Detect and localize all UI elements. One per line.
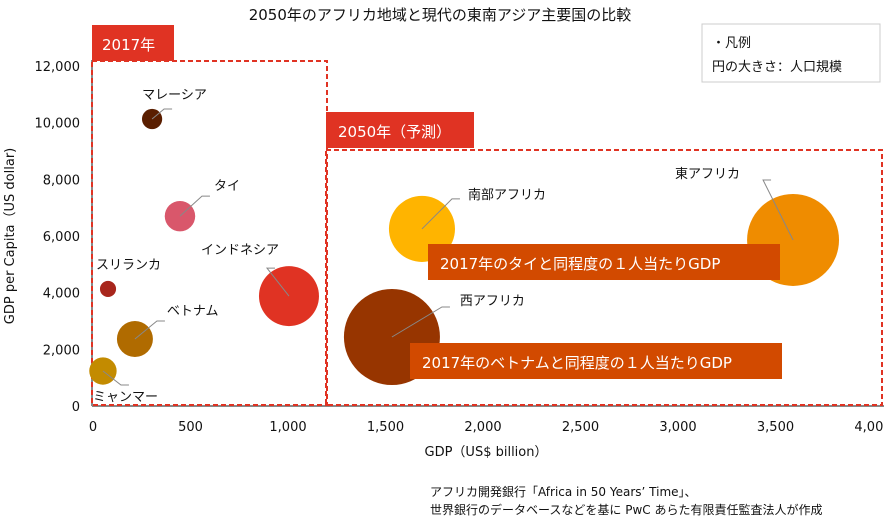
x-tick-label: 2,000 — [464, 420, 501, 435]
bubble-label: 南部アフリカ — [468, 187, 546, 203]
x-tick-label: 3,500 — [757, 420, 794, 435]
source-line-2: 世界銀行のデータベースなどを基に PwC あらた有限責任監査法人が作成 — [430, 502, 822, 517]
y-tick-label: 4,000 — [43, 287, 80, 302]
x-tick-label: 500 — [178, 420, 203, 435]
leader-line — [265, 267, 290, 297]
region-2050-tag — [326, 112, 474, 148]
leader-line — [151, 108, 173, 120]
bubble-label: 西アフリカ — [460, 294, 525, 309]
y-tick-label: 6,000 — [43, 230, 80, 245]
leader-line — [102, 370, 129, 386]
y-tick-label: 10,000 — [35, 117, 81, 132]
source-line-1: アフリカ開発銀行「Africa in 50 Years’ Time」、 — [430, 485, 697, 499]
x-tick-label: 3,000 — [659, 420, 696, 435]
x-tick-label: 2,500 — [562, 420, 599, 435]
legend-box — [701, 23, 881, 83]
bubble-group: マレーシア — [141, 88, 207, 130]
x-tick-label: 4,000 — [854, 420, 884, 435]
region-2017-box — [91, 60, 328, 406]
bubble-label: ミャンマー — [93, 390, 158, 405]
x-axis-label: GDP（US$ billion） — [425, 445, 548, 460]
y-tick-label: 12,000 — [35, 60, 81, 75]
region-2017-tag — [92, 25, 174, 61]
leader-line — [134, 320, 165, 340]
y-tick-label: 2,000 — [43, 343, 80, 358]
bubble-group: タイ — [164, 179, 240, 232]
bubble[interactable] — [99, 280, 117, 298]
bubble[interactable] — [116, 320, 153, 357]
legend-title: ・凡例 — [712, 36, 751, 51]
bubble-label: スリランカ — [96, 258, 161, 273]
bubble[interactable] — [164, 200, 196, 232]
bubble-label: タイ — [214, 179, 240, 194]
bubble-group: ミャンマー — [89, 357, 158, 405]
x-tick-label: 0 — [89, 420, 97, 435]
leader-line — [762, 179, 794, 241]
x-tick-label: 1,000 — [269, 420, 306, 435]
chart-title: 2050年のアフリカ地域と現代の東南アジア主要国の比較 — [249, 6, 632, 24]
bubble-group: ベトナム — [116, 304, 219, 357]
bubble-label: ベトナム — [167, 304, 219, 319]
callout-vietnam-text: 2017年のベトナムと同程度の１人当たりGDP — [422, 354, 732, 372]
bubble-label: インドネシア — [201, 243, 279, 258]
x-tick-label: 1,500 — [367, 420, 404, 435]
bubble-group: インドネシア — [201, 243, 319, 327]
y-axis-label: GDP per Capita（US dollar) — [3, 148, 18, 324]
leader-line — [421, 198, 460, 230]
y-tick-label: 0 — [72, 400, 80, 415]
legend-size-note: 円の大きさ：人口規模 — [712, 60, 842, 75]
leader-line — [391, 306, 450, 338]
region-2050-box — [325, 149, 883, 406]
callout-vietnam-box — [410, 343, 782, 379]
bubble-group: スリランカ — [96, 258, 161, 298]
bubble-label: 東アフリカ — [675, 166, 740, 182]
callout-thai-text: 2017年のタイと同程度の１人当たりGDP — [440, 255, 720, 273]
callout-thai-box — [428, 244, 780, 280]
leader-line — [179, 195, 210, 217]
region-2050-label: 2050年（予測） — [338, 123, 451, 141]
y-tick-label: 8,000 — [43, 173, 80, 188]
bubble-label: マレーシア — [142, 88, 207, 103]
region-2017-label: 2017年 — [102, 36, 155, 54]
